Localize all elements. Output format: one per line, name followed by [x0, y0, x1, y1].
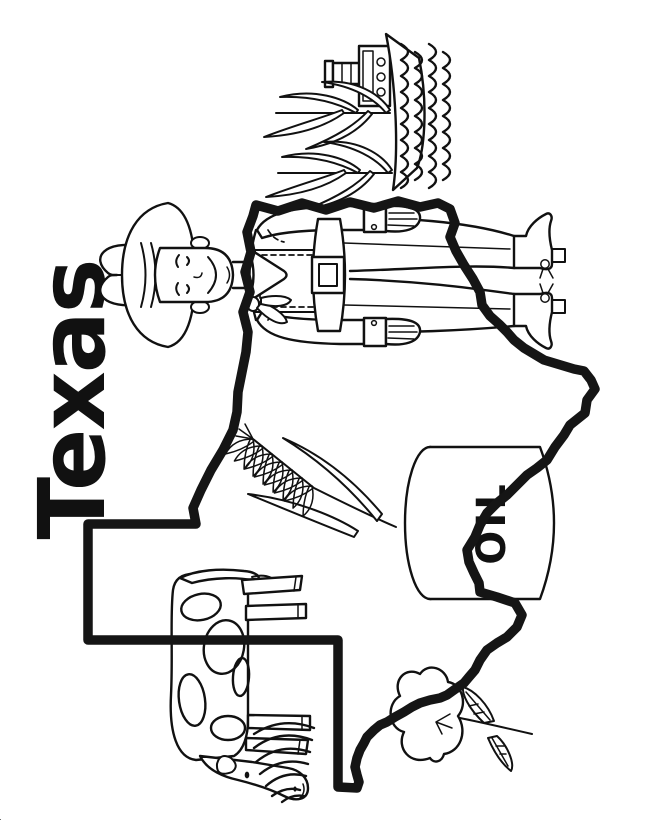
cow-leg: [240, 574, 304, 596]
page-title: Texas: [19, 260, 126, 539]
wheat-sprig-icon: [0, 423, 397, 820]
porthole-icon: [376, 72, 386, 82]
cow-icon: [169, 568, 316, 804]
spur-icon: [540, 259, 550, 269]
cow-ear: [215, 755, 237, 775]
cow-leg: [244, 602, 308, 622]
water-waves: [399, 42, 452, 190]
spur-icon: [540, 293, 550, 303]
belt-buckle-icon: [310, 255, 346, 295]
cowboy-boot-icon: [512, 212, 566, 279]
porthole-icon: [376, 87, 386, 97]
cow-eye: [244, 771, 250, 779]
nose: [193, 272, 203, 279]
cow-leg: [246, 713, 312, 732]
cowboy-boot-icon: [512, 283, 566, 350]
cow-spots: [177, 592, 251, 742]
smile: [207, 256, 217, 294]
grass-tuft: [252, 722, 316, 804]
porthole-icon: [376, 57, 386, 67]
cowboy-face: [153, 236, 235, 314]
cotton-leaf: [461, 686, 495, 724]
cowboy-figure: [99, 201, 566, 350]
texas-state-outline: [83, 196, 600, 793]
corn-stalks-icon: [263, 80, 393, 210]
eyebrows: [175, 254, 180, 296]
cotton-stem: [459, 717, 533, 735]
eyes: [186, 256, 190, 294]
shirt-cuff: [362, 316, 388, 348]
